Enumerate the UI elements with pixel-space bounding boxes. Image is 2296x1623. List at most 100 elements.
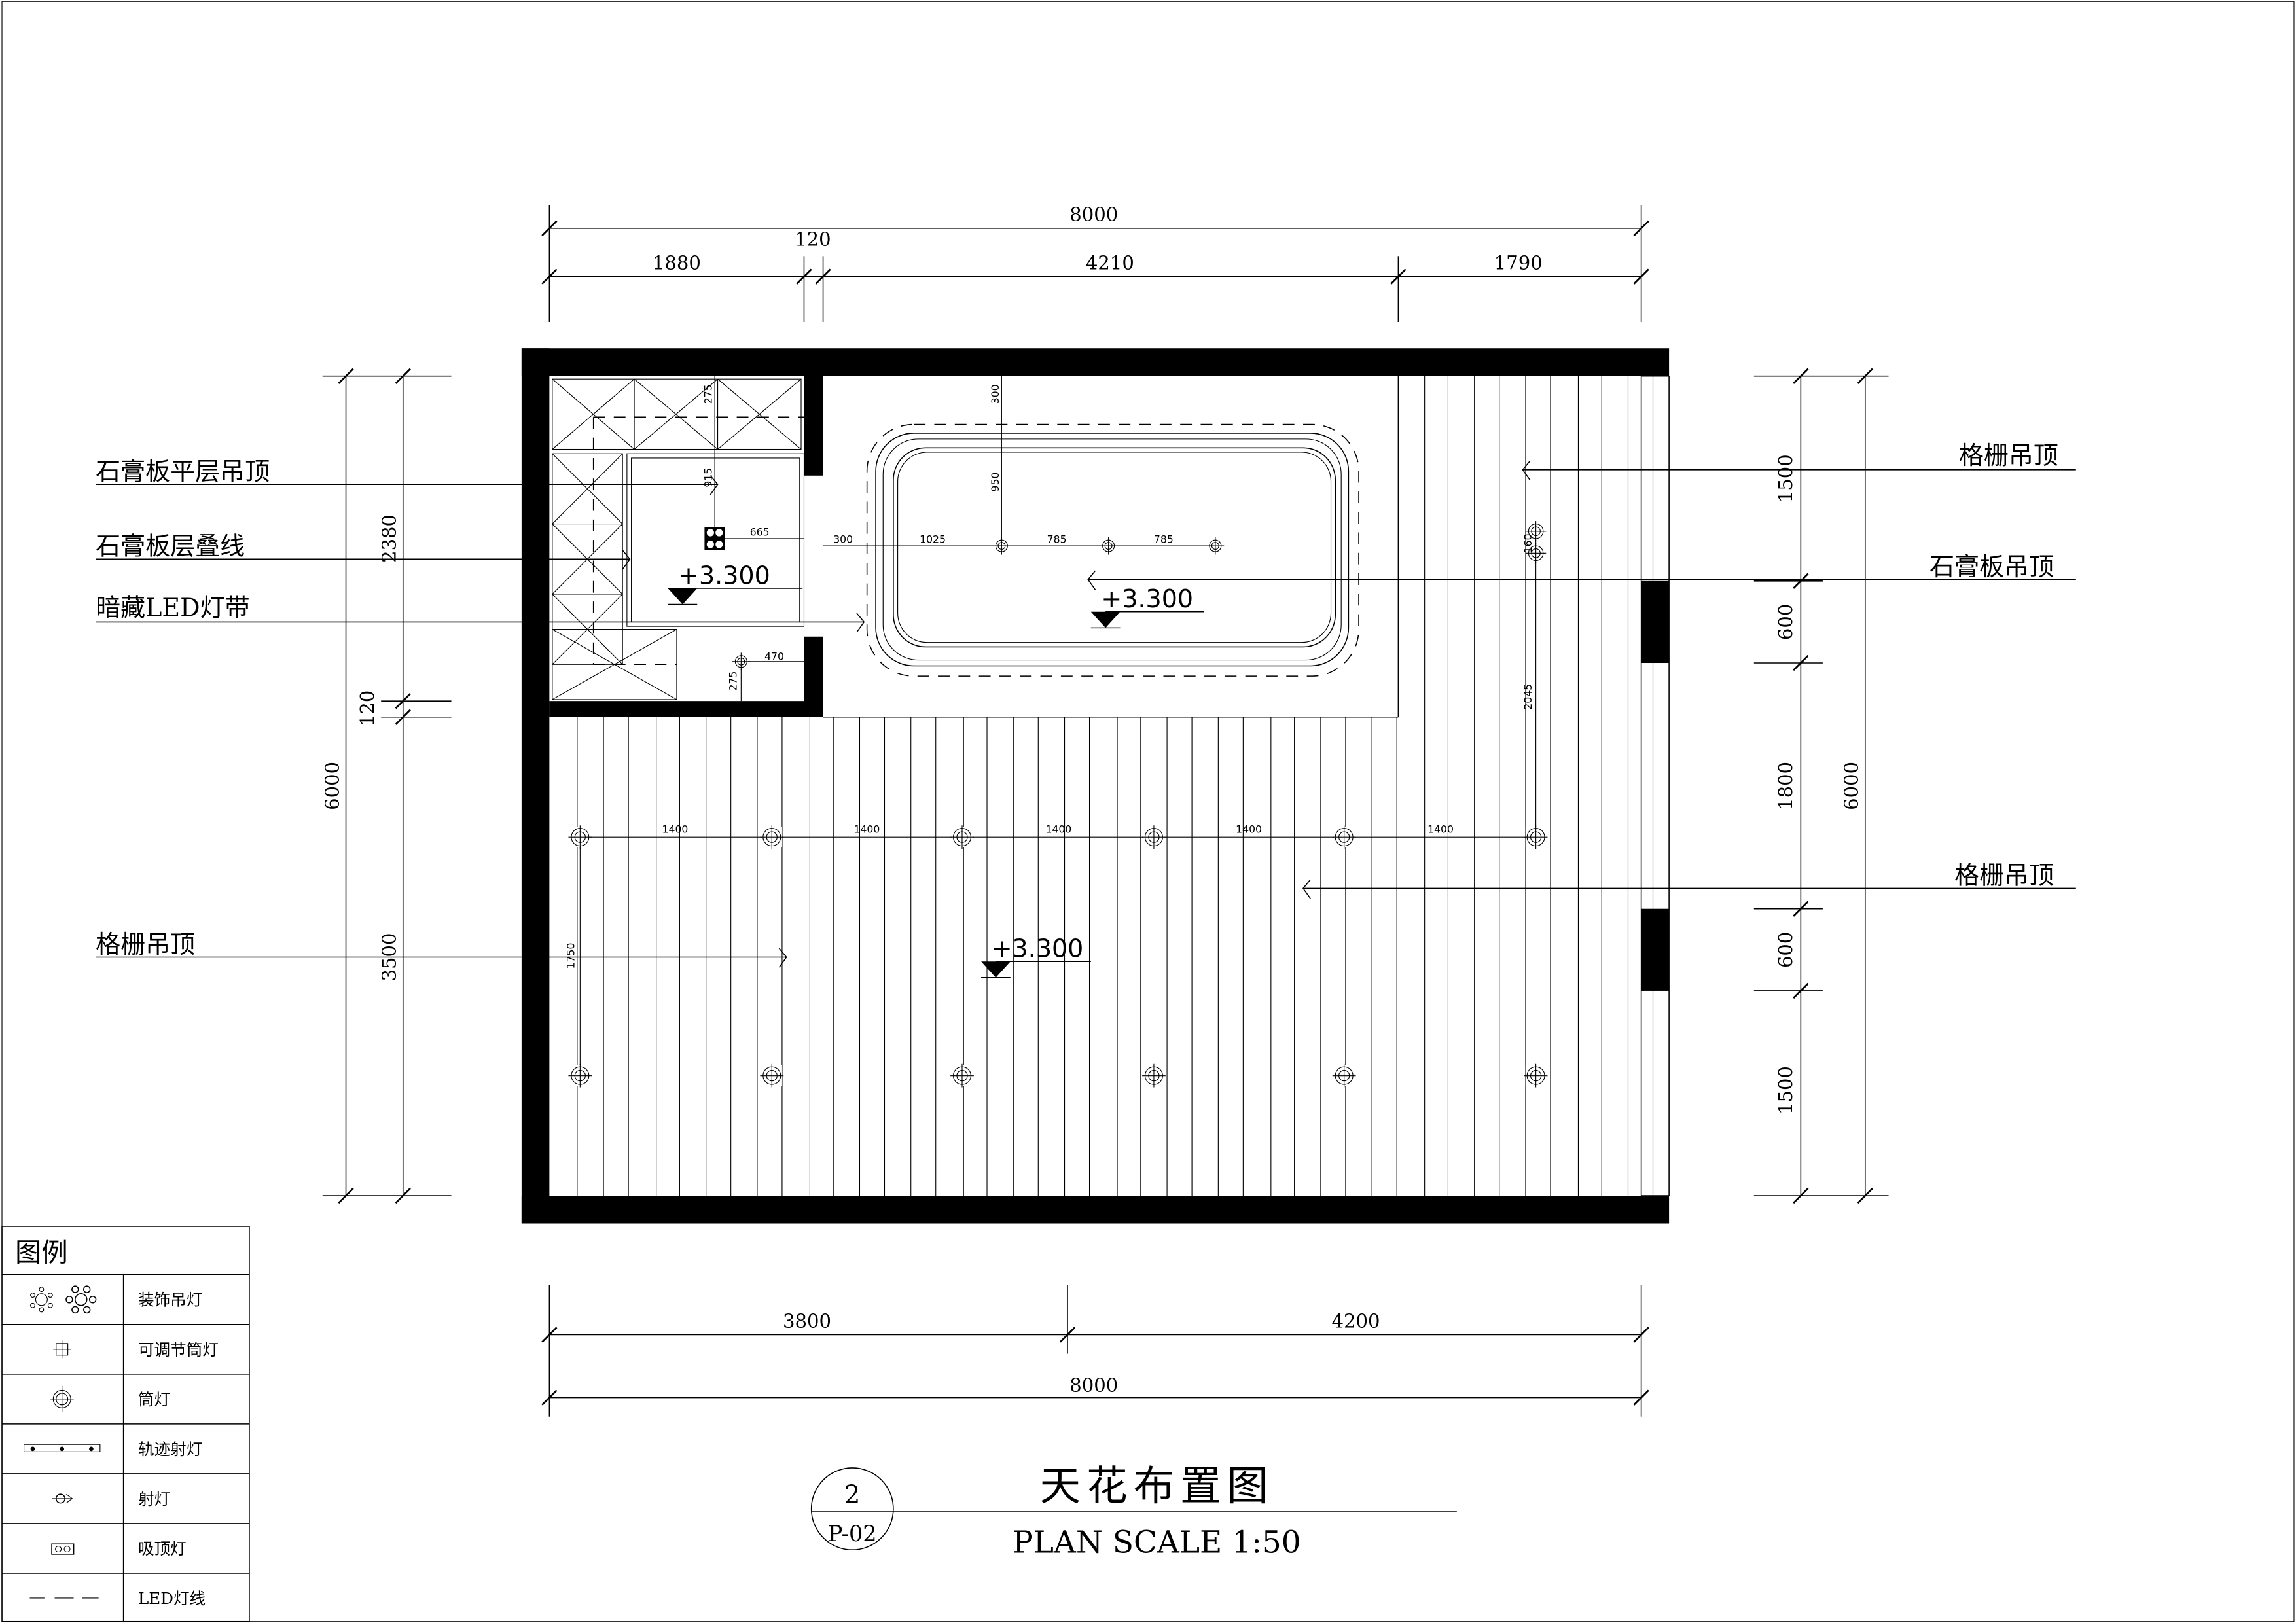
elevation-mark: +3.300 xyxy=(668,561,803,605)
drawing-title-block: 2 P-02 天花布置图 PLAN SCALE 1:50 xyxy=(810,1462,1457,1561)
svg-text:6000: 6000 xyxy=(1840,762,1863,810)
walls xyxy=(521,348,1670,1224)
downlight-icon xyxy=(568,825,592,849)
downlight-icon xyxy=(1524,1063,1548,1088)
downlight-icon xyxy=(950,825,974,849)
svg-text:2380: 2380 xyxy=(378,514,401,563)
legend-row: LED灯线 xyxy=(29,1589,206,1608)
light-fixtures xyxy=(568,521,1548,1088)
svg-text:665: 665 xyxy=(750,526,770,538)
svg-text:1790: 1790 xyxy=(1494,251,1543,274)
svg-text:8000: 8000 xyxy=(1069,1374,1118,1397)
svg-text:1400: 1400 xyxy=(1427,823,1454,835)
svg-text:6000: 6000 xyxy=(321,762,343,810)
elevation-mark: +3.300 xyxy=(981,935,1091,978)
spotlight-icon xyxy=(52,1493,73,1504)
downlight-icon xyxy=(760,1063,784,1088)
svg-text:300: 300 xyxy=(989,384,1001,404)
drawing-scale: PLAN SCALE 1:50 xyxy=(1013,1525,1301,1561)
legend-row: 射灯 xyxy=(2,1489,249,1524)
label-gypsum-ceiling: 石膏板吊顶 xyxy=(1929,552,2054,581)
svg-text:1025: 1025 xyxy=(920,533,946,546)
legend-label: LED灯线 xyxy=(138,1589,206,1608)
window-wall-block xyxy=(1641,580,1670,664)
dimension-lines xyxy=(322,205,1889,1417)
svg-text:275: 275 xyxy=(727,671,740,691)
ceiling-light-icon xyxy=(704,527,725,550)
track-spotlight-icon xyxy=(24,1444,101,1452)
downlight-icon xyxy=(992,537,1011,555)
adjustable-downlight-icon xyxy=(53,1340,71,1359)
legend-row: 轨迹射灯 xyxy=(2,1440,249,1474)
downlight-icon xyxy=(1524,825,1548,849)
svg-text:4200: 4200 xyxy=(1332,1310,1380,1332)
legend-label: 吸顶灯 xyxy=(138,1539,187,1558)
downlight-icon xyxy=(1332,825,1356,849)
downlight-icon xyxy=(50,1385,74,1412)
label-grille-ceiling-top-right: 格栅吊顶 xyxy=(1959,441,2058,470)
legend-row: 可调节筒灯 xyxy=(2,1340,249,1375)
label-grille-ceiling-bottom-right: 格栅吊顶 xyxy=(1954,861,2054,890)
grille-ceiling-lines xyxy=(577,376,1654,1196)
label-gypsum-flat-ceiling: 石膏板平层吊顶 xyxy=(96,457,270,486)
sheet-number: P-02 xyxy=(828,1521,877,1546)
drawing-title: 天花布置图 xyxy=(1040,1462,1274,1510)
legend-row: 装饰吊灯 xyxy=(2,1285,249,1325)
svg-text:275: 275 xyxy=(702,384,715,404)
window-wall-block xyxy=(1641,908,1670,991)
svg-text:120: 120 xyxy=(356,690,378,726)
downlight-icon xyxy=(760,825,784,849)
downlight-icon xyxy=(1206,537,1225,555)
legend-row: 吸顶灯 xyxy=(2,1539,249,1574)
dimension-texts: 8000 1880 120 4210 1790 3800 4200 8000 6… xyxy=(321,204,1862,1397)
svg-text:1400: 1400 xyxy=(662,823,689,835)
internal-dim-texts: 275 915 665 300 1025 785 785 300 950 470… xyxy=(564,384,1534,969)
downlight-icon xyxy=(568,1063,592,1088)
label-grille-ceiling-left: 格栅吊顶 xyxy=(96,930,195,959)
dimension-ticks xyxy=(338,220,1873,1406)
svg-text:+3.300: +3.300 xyxy=(992,935,1084,963)
legend-label: 射灯 xyxy=(138,1489,170,1508)
svg-text:785: 785 xyxy=(1047,533,1067,546)
downlight-icon xyxy=(1142,825,1166,849)
downlight-icon xyxy=(1332,1063,1356,1088)
legend-label: 可调节筒灯 xyxy=(138,1340,219,1359)
svg-text:1750: 1750 xyxy=(564,943,577,969)
svg-text:160: 160 xyxy=(1522,533,1534,553)
leader-lines xyxy=(96,460,2076,968)
label-hidden-led-strip: 暗藏LED灯带 xyxy=(96,593,249,622)
svg-text:1800: 1800 xyxy=(1774,762,1797,810)
downlight-icon xyxy=(1100,537,1118,555)
internal-dim-lines xyxy=(579,376,1537,1076)
svg-text:1400: 1400 xyxy=(854,823,880,835)
label-gypsum-layer-line: 石膏板层叠线 xyxy=(96,532,245,561)
downlight-icon xyxy=(1525,543,1547,563)
decorative-pendant-light-icon xyxy=(30,1285,97,1314)
svg-text:3500: 3500 xyxy=(378,933,401,982)
svg-text:1400: 1400 xyxy=(1236,823,1262,835)
svg-text:8000: 8000 xyxy=(1069,204,1118,226)
svg-text:915: 915 xyxy=(702,468,715,488)
downlight-icon xyxy=(732,652,750,671)
downlight-icon xyxy=(1525,521,1547,542)
svg-text:300: 300 xyxy=(833,533,853,546)
svg-text:1880: 1880 xyxy=(653,251,701,274)
legend-label: 装饰吊灯 xyxy=(138,1291,202,1310)
svg-text:785: 785 xyxy=(1154,533,1174,546)
svg-text:470: 470 xyxy=(764,651,784,663)
svg-text:120: 120 xyxy=(795,228,831,251)
ceiling-light-icon xyxy=(51,1543,75,1555)
svg-text:3800: 3800 xyxy=(783,1310,831,1332)
svg-text:+3.300: +3.300 xyxy=(1101,584,1193,613)
legend-header: 图例 xyxy=(15,1238,68,1268)
legend-label: 轨迹射灯 xyxy=(138,1440,202,1459)
gypsum-ceiling-feature xyxy=(866,423,1359,677)
downlight-icon xyxy=(950,1063,974,1088)
svg-text:950: 950 xyxy=(989,473,1001,492)
svg-text:2045: 2045 xyxy=(1522,684,1534,710)
svg-text:1500: 1500 xyxy=(1774,454,1797,503)
elevation-mark: +3.300 xyxy=(1090,584,1204,629)
svg-text:1500: 1500 xyxy=(1774,1066,1797,1115)
